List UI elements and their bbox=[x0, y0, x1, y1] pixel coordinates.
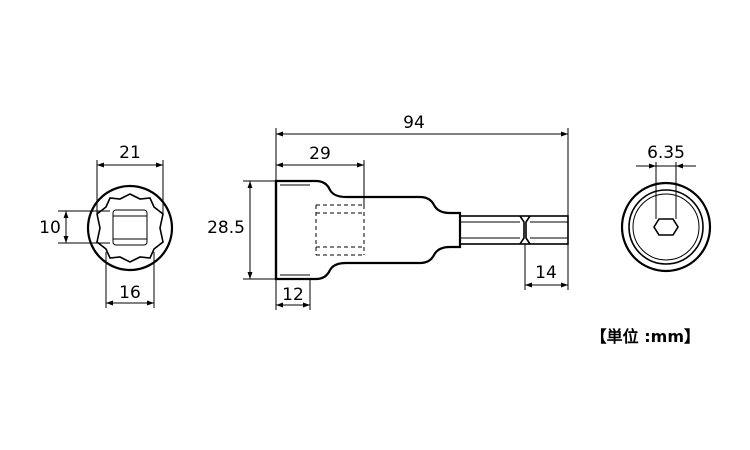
side-view: 94 29 28.5 12 14 bbox=[207, 113, 569, 310]
dim-front-height: 10 bbox=[39, 218, 61, 238]
unit-label: 【単位 :mm】 bbox=[591, 327, 700, 346]
dim-front-inner: 16 bbox=[119, 283, 141, 303]
dim-front-width: 21 bbox=[119, 143, 141, 163]
dim-hex-size: 6.35 bbox=[647, 143, 685, 163]
dim-outer-diameter: 28.5 bbox=[207, 218, 245, 238]
rear-view: 6.35 bbox=[620, 143, 712, 273]
front-view: 21 10 16 bbox=[39, 143, 174, 308]
dim-socket-length: 29 bbox=[309, 144, 331, 164]
dim-shank-length: 14 bbox=[535, 263, 557, 283]
dim-socket-depth: 12 bbox=[282, 285, 304, 305]
dim-total-length: 94 bbox=[403, 113, 425, 133]
